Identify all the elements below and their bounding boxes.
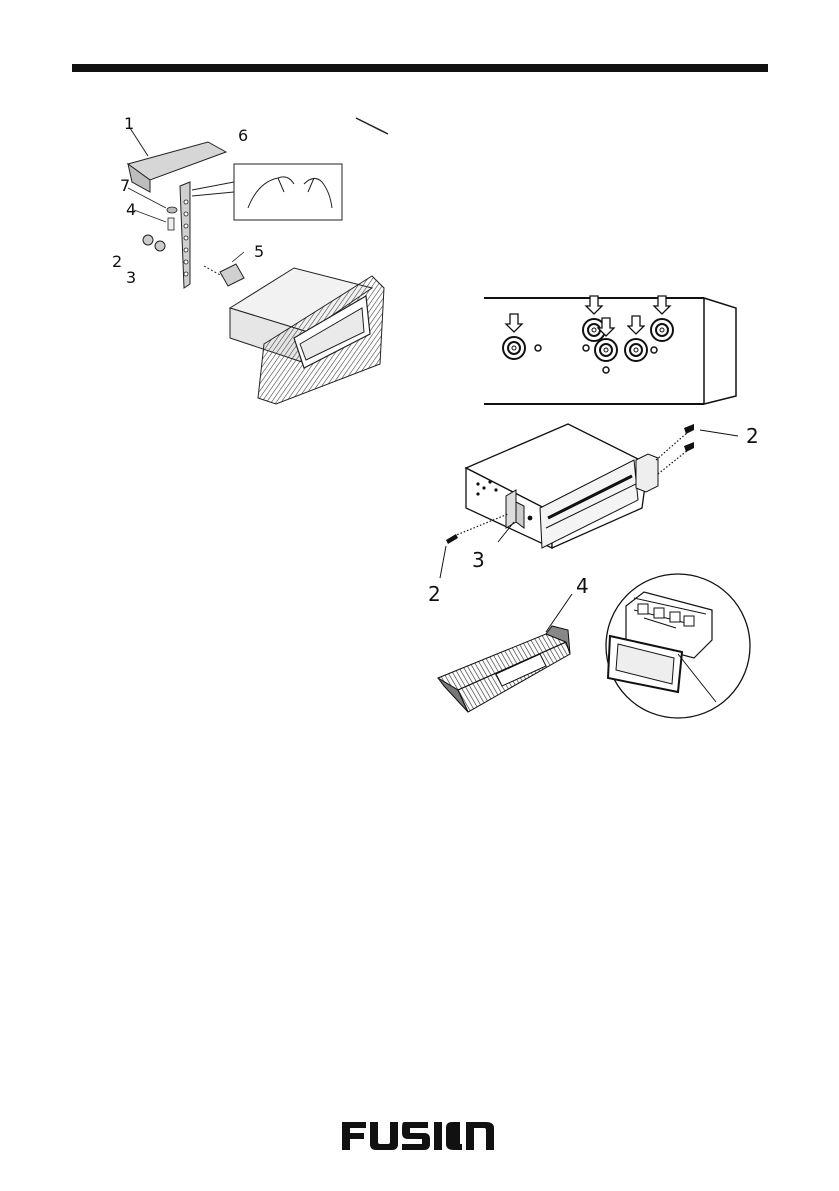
label-2-right: 2: [746, 426, 759, 446]
label-6: 6: [238, 128, 248, 144]
mounting-diagram-art: [108, 112, 398, 422]
fusion-logo: [340, 1118, 496, 1156]
label-4: 4: [126, 202, 136, 218]
mounting-diagram: 1 6 7 4 2 3 5: [108, 112, 398, 422]
label-3: 3: [126, 270, 136, 286]
fusion-logo-art: [340, 1118, 496, 1152]
trim-art: [430, 570, 760, 722]
label-5: 5: [254, 244, 264, 260]
rear-panel-diagram: [478, 290, 742, 408]
trim-diagram: 4: [430, 570, 760, 722]
header-rule: [72, 64, 768, 72]
label-4-trim: 4: [576, 576, 589, 596]
rear-panel-art: [478, 290, 742, 408]
label-7: 7: [120, 178, 130, 194]
label-2: 2: [112, 254, 122, 270]
label-1: 1: [124, 116, 134, 132]
label-3-bracket: 3: [472, 550, 485, 570]
